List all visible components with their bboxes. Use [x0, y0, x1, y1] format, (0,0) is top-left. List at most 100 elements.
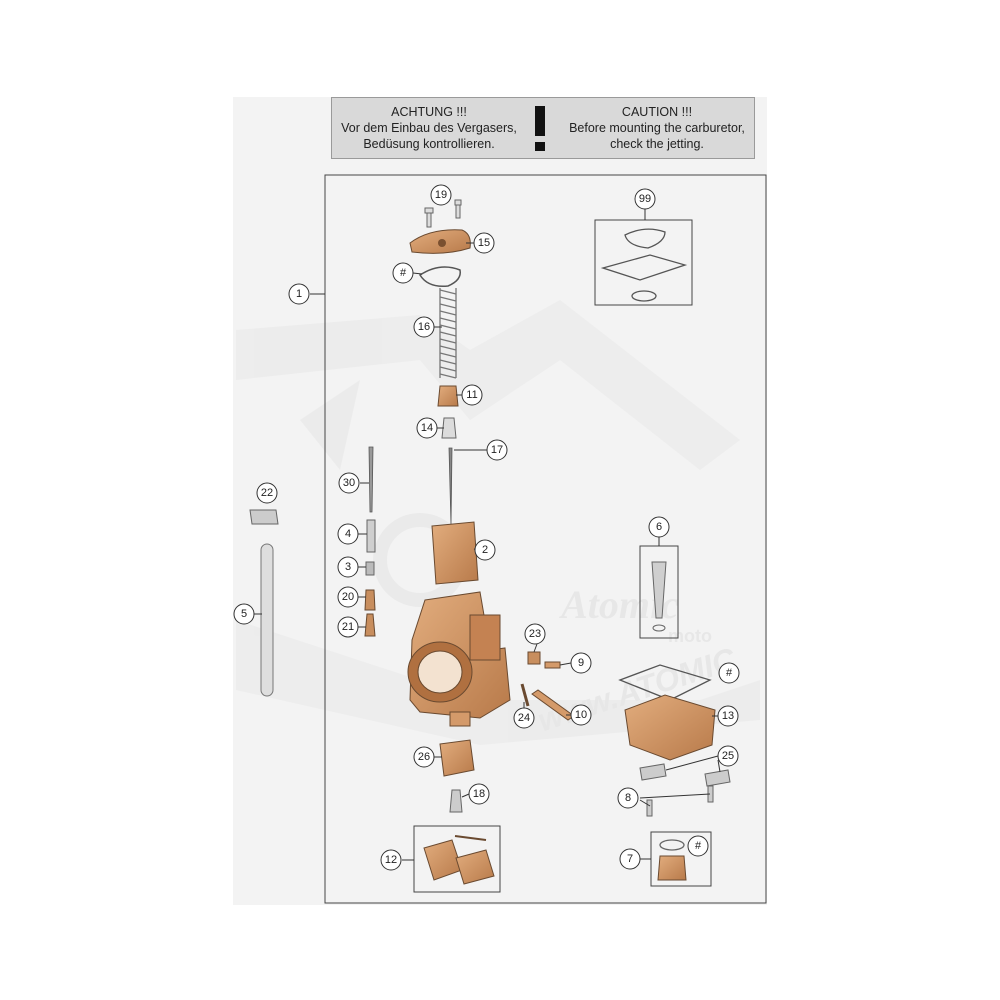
- callout-hash-a-label: #: [400, 267, 407, 279]
- part-main-jet-3: [365, 561, 375, 576]
- callout-13: 13: [717, 705, 739, 727]
- callout-18: 18: [468, 783, 490, 805]
- callout-20: 20: [337, 586, 359, 608]
- diagram-sheet: [233, 97, 767, 905]
- callout-2-label: 2: [482, 544, 488, 556]
- float-kit-box-12: [413, 825, 501, 893]
- callout-24: 24: [513, 707, 535, 729]
- callout-1-label: 1: [296, 288, 302, 300]
- part-pilot-jet-20: [364, 589, 376, 611]
- callout-2: 2: [474, 539, 496, 561]
- part-retainer-11: [437, 385, 459, 407]
- part-float-valve-18: [449, 789, 463, 813]
- part-screw-21: [364, 613, 376, 637]
- callout-24-label: 24: [518, 712, 530, 724]
- part-vent-hose-5: [260, 543, 274, 697]
- callout-15-label: 15: [478, 237, 490, 249]
- part-float-bowl-13: [624, 694, 716, 761]
- callout-17-label: 17: [491, 444, 503, 456]
- part-needle-jet-4: [366, 519, 376, 553]
- callout-hash-b-label: #: [726, 667, 733, 679]
- part-gasket: [418, 266, 461, 288]
- callout-19-label: 19: [435, 189, 447, 201]
- callout-26: 26: [413, 746, 435, 768]
- callout-13-label: 13: [722, 710, 734, 722]
- callout-30-label: 30: [343, 477, 355, 489]
- callout-12-label: 12: [385, 854, 397, 866]
- warning-english: CAUTION !!! Before mounting the carburet…: [562, 104, 752, 152]
- callout-16: 16: [413, 316, 435, 338]
- callout-12: 12: [380, 849, 402, 871]
- part-jet-needle-17: [448, 447, 453, 526]
- part-needle-clip-14: [441, 417, 457, 439]
- part-float-26: [439, 739, 475, 777]
- callout-15: 15: [473, 232, 495, 254]
- callout-4-label: 4: [345, 528, 351, 540]
- callout-11-label: 11: [466, 389, 477, 401]
- callout-23: 23: [524, 623, 546, 645]
- callout-8-label: 8: [625, 792, 631, 804]
- watermark-moto-text: moto: [668, 626, 712, 646]
- callout-5: 5: [233, 603, 255, 625]
- callout-22: 22: [256, 482, 278, 504]
- callout-14: 14: [416, 417, 438, 439]
- part-plate-25b: [704, 769, 731, 787]
- callout-hash-c: #: [687, 835, 709, 857]
- callout-21-label: 21: [342, 621, 354, 633]
- callout-23-label: 23: [529, 628, 541, 640]
- callout-25: 25: [717, 745, 739, 767]
- callout-6: 6: [648, 516, 670, 538]
- part-screw-8a: [646, 799, 653, 817]
- warning-de-line2: Vor dem Einbau des Vergasers,: [341, 121, 517, 135]
- callout-5-label: 5: [241, 608, 247, 620]
- exclamation-icon: [535, 106, 545, 136]
- callout-22-label: 22: [261, 487, 273, 499]
- caution-banner: ACHTUNG !!! Vor dem Einbau des Vergasers…: [331, 97, 755, 159]
- part-screws-19: [424, 199, 462, 228]
- callout-20-label: 20: [342, 591, 354, 603]
- warning-en-line2: Before mounting the carburetor,: [569, 121, 745, 135]
- part-bowl-gasket: [618, 664, 712, 701]
- callout-hash-c-label: #: [695, 840, 702, 852]
- callout-9: 9: [570, 652, 592, 674]
- callout-99-label: 99: [639, 193, 651, 205]
- callout-7-label: 7: [627, 853, 633, 865]
- callout-14-label: 14: [421, 422, 433, 434]
- callout-10-label: 10: [575, 709, 587, 721]
- callout-10: 10: [570, 704, 592, 726]
- leader-lines: [254, 242, 721, 798]
- part-throttle-slide-2: [431, 521, 479, 585]
- callout-hash-b: #: [718, 662, 740, 684]
- callout-4: 4: [337, 523, 359, 545]
- callout-3-label: 3: [345, 561, 351, 573]
- part-plate-25a: [639, 763, 667, 781]
- exclamation-dot-icon: [535, 142, 545, 151]
- callout-19: 19: [430, 184, 452, 206]
- callout-25-label: 25: [722, 750, 734, 762]
- callout-30: 30: [338, 472, 360, 494]
- part-carburetor-body: [407, 591, 511, 727]
- callout-hash-a: #: [392, 262, 414, 284]
- callout-1: 1: [288, 283, 310, 305]
- warning-en-title: CAUTION !!!: [621, 105, 693, 119]
- callout-26-label: 26: [418, 751, 430, 763]
- warning-de-line3: Bedüsung kontrollieren.: [363, 137, 495, 151]
- part-clamp-22: [249, 509, 279, 525]
- part-needle-30: [368, 446, 374, 513]
- warning-de-title: ACHTUNG !!!: [391, 105, 467, 119]
- callout-8: 8: [617, 787, 639, 809]
- callout-16-label: 16: [418, 321, 430, 333]
- callout-3: 3: [337, 556, 359, 578]
- assembly-frame: [324, 174, 767, 904]
- warning-en-line3: check the jetting.: [610, 137, 704, 151]
- callout-18-label: 18: [473, 788, 485, 800]
- callout-99: 99: [634, 188, 656, 210]
- callout-21: 21: [337, 616, 359, 638]
- callout-9-label: 9: [578, 657, 584, 669]
- part-spring-16: [439, 288, 457, 379]
- callout-11: 11: [461, 384, 483, 406]
- warning-german: ACHTUNG !!! Vor dem Einbau des Vergasers…: [334, 104, 524, 152]
- gasket-kit-box-99: [594, 219, 693, 306]
- part-screw-9: [544, 661, 561, 669]
